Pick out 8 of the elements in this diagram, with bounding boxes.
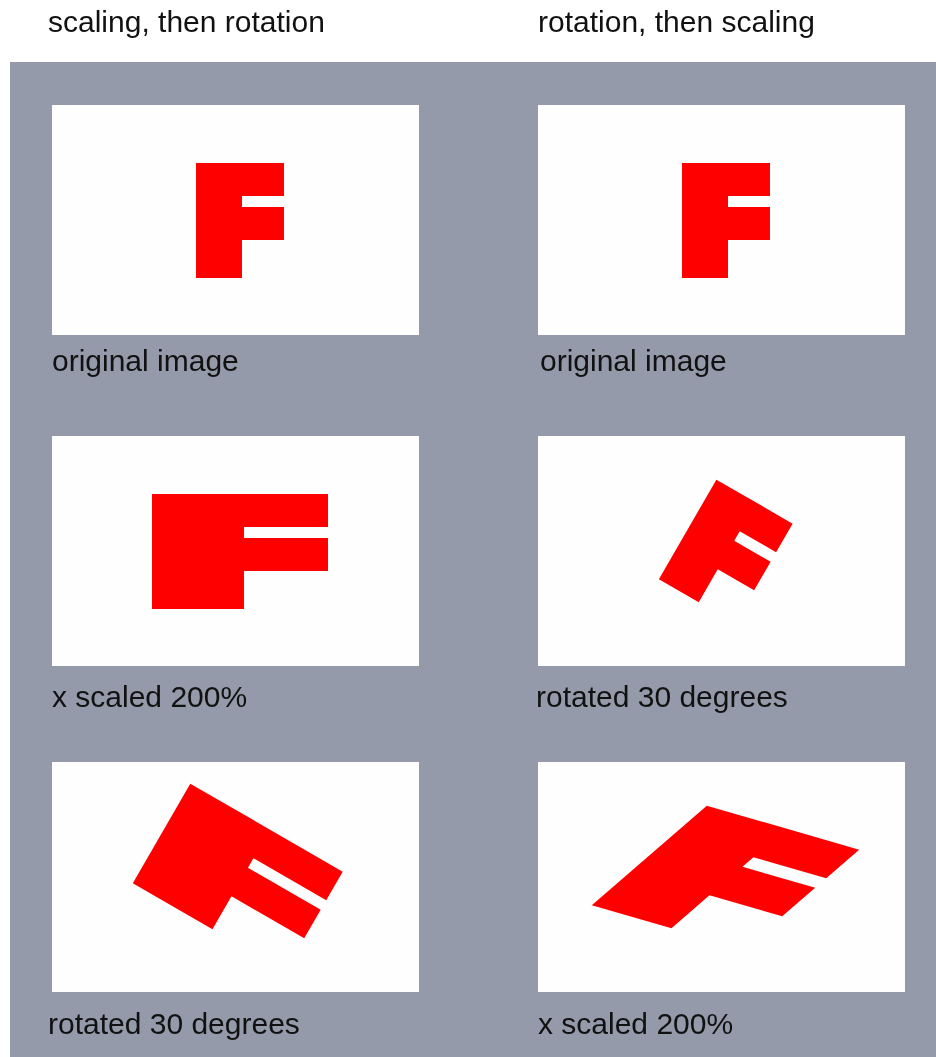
image-caption: rotated 30 degrees: [48, 1006, 300, 1042]
column-heading: scaling, then rotation: [48, 4, 325, 40]
image-caption: rotated 30 degrees: [536, 679, 788, 715]
image-caption: x scaled 200%: [538, 1006, 734, 1042]
image-caption: original image: [52, 343, 239, 379]
image-caption: original image: [540, 343, 727, 379]
column-heading: rotation, then scaling: [538, 4, 815, 40]
image-caption: x scaled 200%: [52, 679, 248, 715]
